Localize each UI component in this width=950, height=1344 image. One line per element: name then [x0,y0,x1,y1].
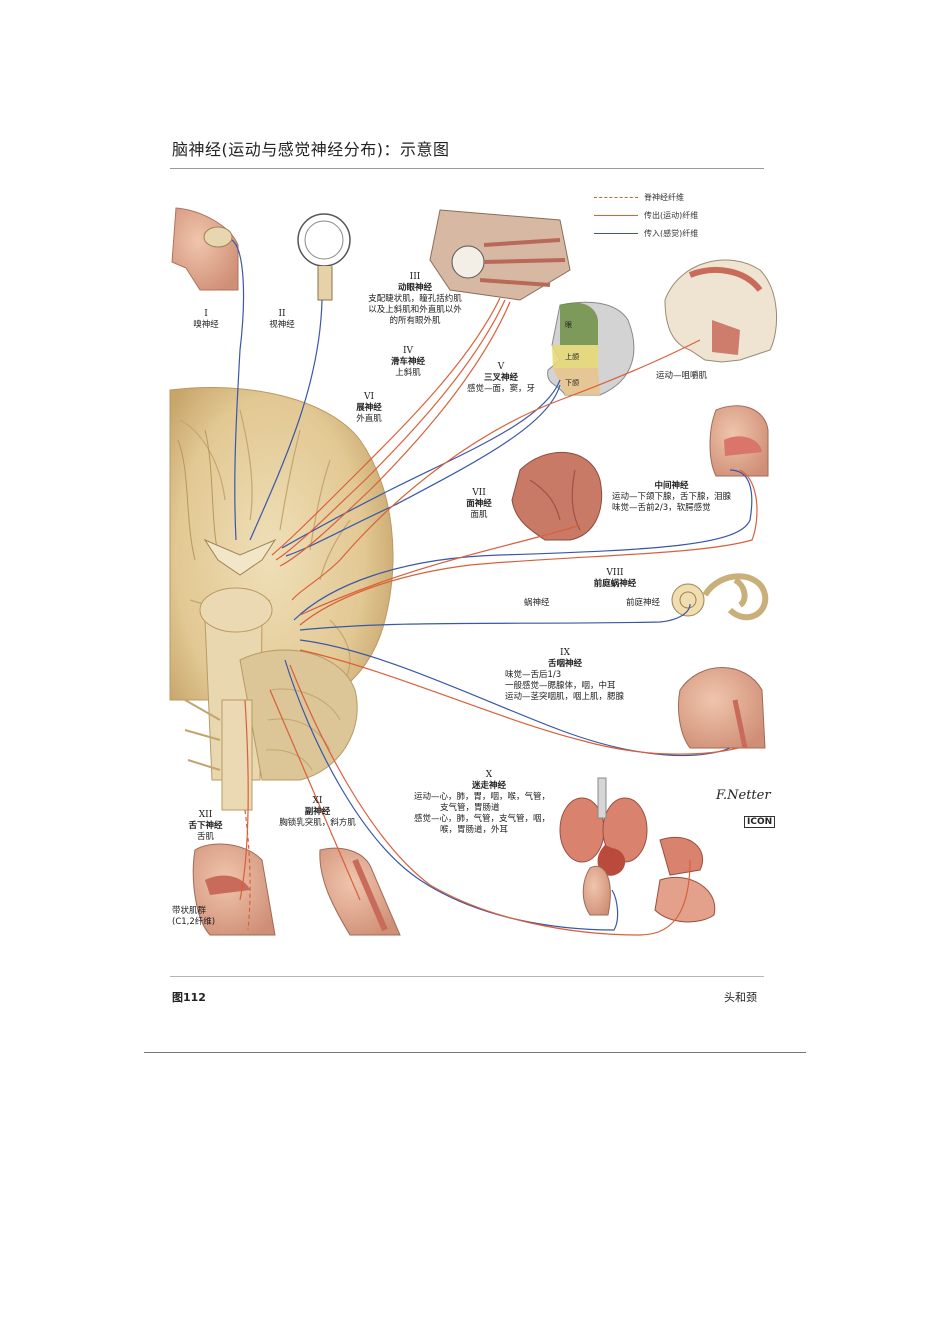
nerve-desc: 舌肌 [196,832,214,842]
nerve-desc: 运动—心，肺，胃，咽，喉，气管， [414,792,551,802]
nerve-name: 副神经 [304,807,331,817]
pharynx-head-illustration [677,667,766,749]
sensory-fibers [231,239,753,931]
nose-illustration [171,207,239,291]
nerve-numeral: VII [472,488,486,498]
nerve-label-facial: VII 面神经 面肌 [454,488,504,521]
nerve-label-oculomotor: III 动眼神经 支配睫状肌，瞳孔括约肌 以及上斜肌和外直肌以外 的所有眼外肌 [360,272,470,327]
publisher-logo: ICON [744,816,776,828]
nerve-label-intermediate: 中间神经 运动—下颌下腺，舌下腺，泪腺 味觉—舌前2/3，软腭感觉 [612,481,731,514]
nerve-desc: 感觉—面，窦，牙 [466,384,535,394]
skull-masseter-illustration [664,259,778,363]
figure-number: 图112 [172,991,206,1004]
nerve-name: 三叉神经 [483,373,518,383]
nerve-label-accessory: XI 副神经 胸锁乳突肌，斜方肌 [270,796,365,829]
nerve-desc: 上斜肌 [395,368,421,378]
nerve-name: 中间神经 [654,481,689,491]
nerve-desc: 支配睫状肌，瞳孔括约肌 [368,294,462,304]
trigeminal-face-label-mandible: 下颌 [565,379,579,387]
artist-signature: F.Netter [716,788,771,803]
nerve-name: 前庭蜗神经 [593,579,637,589]
page-bottom-rule [144,1052,806,1053]
vagus-organs-illustration [559,777,716,923]
nerve-desc: 一般感觉—腮腺体，咽，中耳 [505,681,616,691]
trigeminal-motor-note: 运动—咀嚼肌 [656,371,708,381]
eyeball-illustration [297,213,351,301]
nerve-name: 滑车神经 [390,357,425,367]
nerve-name: 面神经 [466,499,492,509]
legend-label: 传出(运动)纤维 [644,210,699,220]
nerve-desc: 胸锁乳突肌，斜方肌 [279,818,356,828]
nerve-desc: 支气管，胃肠道 [440,803,500,813]
nerve-desc: 喉，胃肠道，外耳 [440,825,509,835]
nerve-desc: 运动—茎突咽肌，咽上肌，腮腺 [505,692,625,702]
legend: 脊神经纤维 传出(运动)纤维 传入(感觉)纤维 [594,188,698,242]
footer-rule [170,976,764,977]
ansa-line: (C1,2纤维) [172,917,216,927]
nerve-name: 嗅神经 [193,320,219,330]
legend-label: 传入(感觉)纤维 [644,228,699,238]
trigeminal-face-label-eye: 眼 [565,321,572,329]
nerve-desc: 外直肌 [356,414,382,424]
nerve-numeral: V [497,362,505,372]
nerve-label-optic: II 视神经 [252,309,312,331]
nerve-label-abducens: VI 展神经 外直肌 [344,392,394,425]
trigeminal-face-illustration [547,301,635,396]
nerve-name: 迷走神经 [471,781,506,791]
legend-item: 传出(运动)纤维 [594,206,698,224]
nerve-label-vestibulocochlear: VIII 前庭蜗神经 [570,568,660,590]
mouth-section-illustration [709,405,769,477]
legend-swatch-motor [594,214,638,216]
accessory-neck-illustration [319,847,401,936]
nerve-numeral: VIII [606,568,624,578]
nerve-numeral: X [485,770,493,780]
ansa-line: 带状肌群 [172,906,207,916]
nerve-desc: 的所有眼外肌 [389,316,441,326]
nerve-label-olfactory: I 嗅神经 [176,309,236,331]
nerve-numeral: I [204,309,208,319]
nerve-numeral: XI [312,796,323,806]
nerve-numeral: IV [402,346,414,356]
hypoglossal-head-illustration [192,843,276,936]
trigeminal-face-label-maxilla: 上颌 [565,353,579,361]
inner-ear-illustration [671,573,769,621]
brain-base [169,387,394,811]
nerve-numeral: IX [560,648,570,658]
vestibular-nerve-label: 前庭神经 [626,598,661,608]
nerve-desc: 以及上斜肌和外直肌以外 [368,305,462,315]
orbit-illustration [429,209,571,301]
legend-swatch-sensory [594,232,638,234]
nerve-label-glossopharyngeal: IX 舌咽神经 味觉—舌后1/3 一般感觉—腮腺体，咽，中耳 运动—茎突咽肌，咽… [505,648,625,703]
nerve-desc: 味觉—舌后1/3 [505,670,562,680]
nerve-label-trochlear: IV 滑车神经 上斜肌 [378,346,438,379]
section-name: 头和颈 [724,991,757,1004]
legend-swatch-dashed [594,196,638,198]
ansa-label: 带状肌群 (C1,2纤维) [172,906,215,928]
nerve-name: 舌咽神经 [547,659,582,669]
nerve-label-trigeminal: V 三叉神经 感觉—面，窦，牙 [456,362,546,395]
nerve-label-vagus: X 迷走神经 运动—心，肺，胃，咽，喉，气管， 支气管，胃肠道 感觉—心，肺，气… [414,770,564,836]
nerve-numeral: II [278,309,286,319]
nerve-name: 视神经 [269,320,295,330]
legend-item: 传入(感觉)纤维 [594,224,698,242]
cochlear-nerve-label: 蜗神经 [524,598,550,608]
nerve-desc: 运动—下颌下腺，舌下腺，泪腺 [612,492,732,502]
nerve-name: 动眼神经 [397,283,432,293]
motor-fibers [239,297,758,936]
nerve-desc: 味觉—舌前2/3，软腭感觉 [612,503,711,513]
facial-muscle-head-illustration [511,451,603,541]
nerve-name: 舌下神经 [188,821,223,831]
nerve-desc: 面肌 [470,510,488,520]
title-rule [170,168,764,169]
nerve-numeral: III [409,272,421,282]
nerve-numeral: VI [363,392,375,402]
nerve-label-hypoglossal: XII 舌下神经 舌肌 [178,810,233,843]
nerve-name: 展神经 [356,403,382,413]
legend-item: 脊神经纤维 [594,188,698,206]
nerve-desc: 感觉—心，肺，气管，支气管，咽， [414,814,551,824]
page-title: 脑神经(运动与感觉神经分布)：示意图 [172,140,450,159]
nerve-numeral: XII [198,810,213,820]
legend-label: 脊神经纤维 [644,192,684,202]
